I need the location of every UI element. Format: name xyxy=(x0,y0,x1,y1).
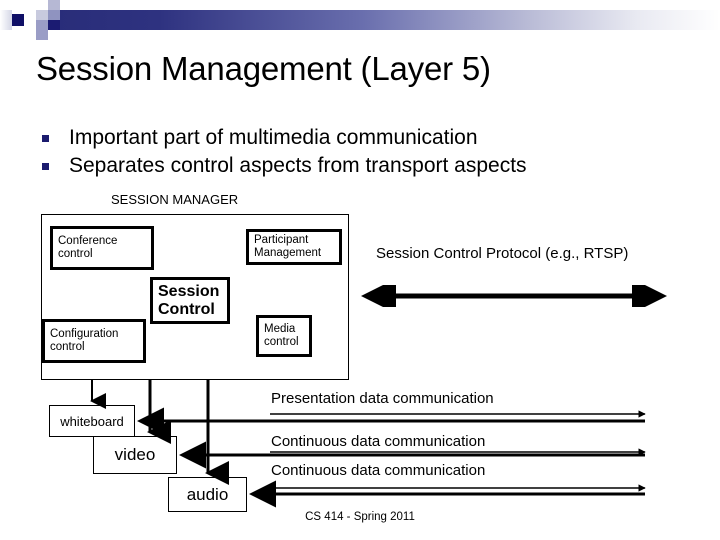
component-line-1: Media xyxy=(264,323,296,336)
data-label-continuous-2: Continuous data communication xyxy=(271,462,486,479)
media-box-label: whiteboard xyxy=(60,413,124,429)
slide-footer: CS 414 - Spring 2011 xyxy=(305,511,415,523)
list-item: Separates control aspects from transport… xyxy=(42,152,682,180)
component-line-2: control xyxy=(264,336,299,348)
data-arrow-video xyxy=(179,441,646,469)
component-line-2: Control xyxy=(158,300,215,318)
bullet-square-icon xyxy=(42,163,49,170)
component-line-2: Management xyxy=(254,247,322,259)
media-box-whiteboard: whiteboard xyxy=(49,405,135,437)
bullet-square-icon xyxy=(42,135,49,142)
media-box-label: video xyxy=(114,445,156,464)
component-line-1: Session xyxy=(158,282,220,300)
component-box-session-control: Session Control xyxy=(150,277,230,324)
session-manager-label: SESSION MANAGER xyxy=(111,192,239,207)
header-square-5 xyxy=(36,20,48,30)
header-square-1 xyxy=(0,10,12,30)
header-square-3 xyxy=(24,10,36,30)
header-square-9 xyxy=(36,30,48,40)
page-title: Session Management (Layer 5) xyxy=(36,50,491,87)
header-square-7 xyxy=(48,10,60,20)
header-decoration xyxy=(0,0,720,40)
component-line-1: Participant xyxy=(254,234,309,247)
header-square-8 xyxy=(48,20,60,30)
media-box-label: audio xyxy=(186,484,229,504)
header-square-6 xyxy=(48,0,60,10)
component-box-participant-management: Participant Management xyxy=(246,229,342,265)
header-gradient-bar xyxy=(36,10,720,30)
session-manager-container: Conference control Participant Managemen… xyxy=(41,214,349,380)
data-arrow-whiteboard xyxy=(137,407,646,435)
media-box-video: video xyxy=(93,436,177,474)
header-square-2 xyxy=(12,14,24,26)
component-line-1: Configuration xyxy=(50,328,119,341)
protocol-double-arrow-icon xyxy=(361,285,667,307)
component-box-configuration-control: Configuration control xyxy=(42,319,146,363)
data-label-presentation: Presentation data communication xyxy=(271,390,494,407)
data-arrow-audio xyxy=(249,480,646,508)
header-square-10 xyxy=(24,0,36,10)
component-box-conference-control: Conference control xyxy=(50,226,154,270)
data-label-continuous-1: Continuous data communication xyxy=(271,433,486,450)
protocol-label: Session Control Protocol (e.g., RTSP) xyxy=(376,245,629,262)
component-line-2: control xyxy=(50,341,85,353)
bullet-list: Important part of multimedia communicati… xyxy=(42,124,682,180)
header-square-4 xyxy=(36,10,48,20)
bullet-text: Separates control aspects from transport… xyxy=(69,154,527,177)
list-item: Important part of multimedia communicati… xyxy=(42,124,682,152)
bullet-text: Important part of multimedia communicati… xyxy=(69,126,478,149)
component-line-2: control xyxy=(58,248,93,260)
component-line-1: Conference xyxy=(58,235,118,248)
component-box-media-control: Media control xyxy=(256,315,312,357)
media-box-audio: audio xyxy=(168,477,247,512)
